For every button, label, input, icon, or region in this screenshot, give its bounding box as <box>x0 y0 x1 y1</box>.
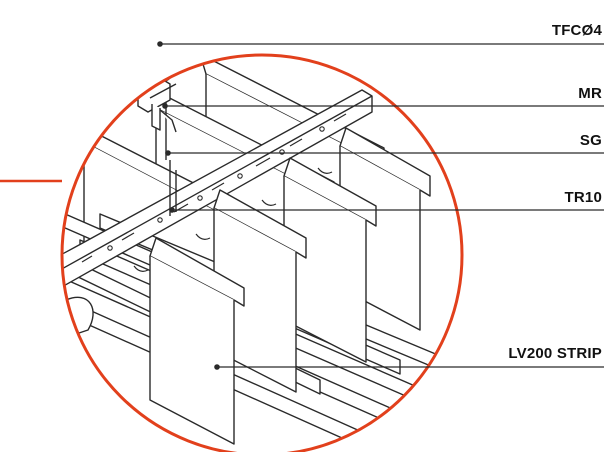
label-tfc04: TFCØ4 <box>551 22 602 39</box>
label-sg: SG <box>579 132 602 149</box>
leader-sg <box>165 150 604 156</box>
end-cap <box>65 296 94 335</box>
callout-leaders <box>157 41 604 370</box>
highlight-circle <box>0 53 464 452</box>
label-mr: MR <box>578 85 602 102</box>
label-lv200-strip: LV200 STRIP <box>508 345 602 362</box>
leader-tr10 <box>169 207 604 213</box>
tr10-carrier <box>62 89 373 289</box>
front-slats <box>149 127 431 445</box>
leader-tfc04 <box>157 41 604 47</box>
label-tr10: TR10 <box>564 189 602 206</box>
ceiling-illustration <box>62 55 462 452</box>
leader-lv200 <box>214 364 604 370</box>
hanger-clips <box>133 167 333 272</box>
leader-mr <box>162 103 604 109</box>
